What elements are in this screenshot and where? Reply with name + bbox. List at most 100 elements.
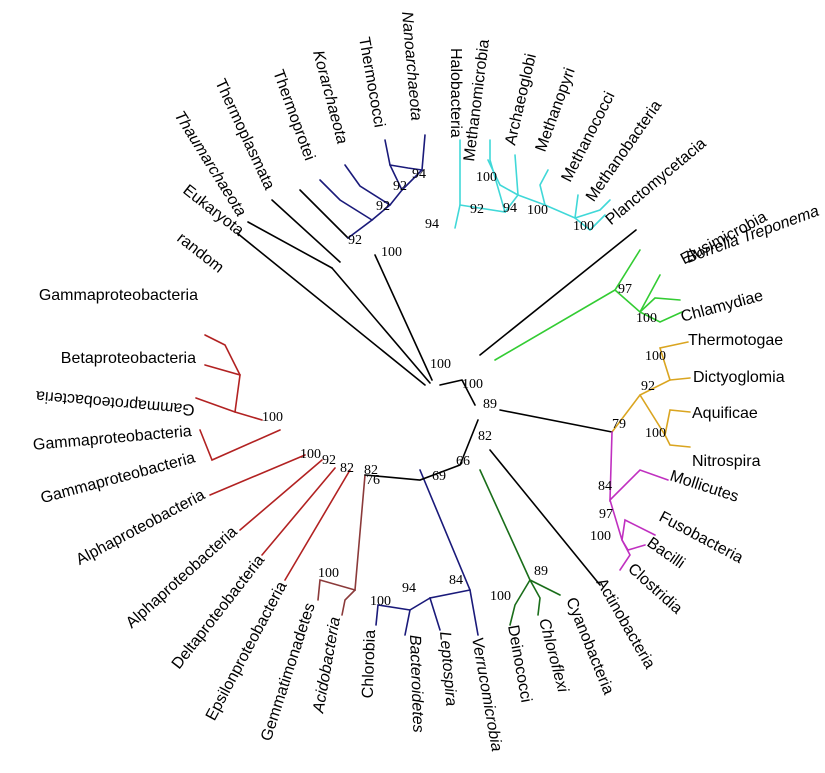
bootstrap-b_89b: 89 [534, 564, 548, 579]
bootstrap-b_66: 66 [456, 454, 470, 469]
branch-7 [344, 164, 392, 221]
branch-18 [574, 214, 606, 232]
bootstrap-b_100j: 100 [318, 566, 339, 581]
bootstrap-b_92d: 92 [470, 202, 484, 217]
leaf-nanoarchaeota: Nanoarchaeota [398, 11, 424, 122]
bootstrap-b_69: 69 [432, 469, 446, 484]
bootstrap-b_100i: 100 [370, 594, 391, 609]
bootstrap-b_92e: 92 [641, 379, 655, 394]
leaf-labels: randomEukaryotaThaumarchaeotaThermoplasm… [32, 11, 821, 753]
leaf-archaeoglobi: Archaeoglobi [502, 52, 540, 147]
branch-33 [489, 449, 601, 586]
branch-28 [499, 409, 613, 433]
leaf-nitrospira: Nitrospira [692, 453, 761, 470]
branch-32 [619, 539, 631, 571]
bootstrap-b_82a: 82 [478, 429, 492, 444]
bootstrap-b_100k: 100 [300, 447, 321, 462]
leaf-alphaproteobacteria2: Alphaproteobacteria [73, 486, 208, 568]
branch-37 [419, 469, 479, 636]
branch-35 [509, 579, 531, 626]
leaf-methanopyri: Methanopyri [533, 66, 579, 155]
leaf-halobacteria: Halobacteria [447, 48, 464, 138]
bootstrap-b_92b: 92 [376, 199, 390, 214]
leaf-verrucomicrobia: Verrucomicrobia [468, 636, 505, 753]
leaf-korarchaeota: Korarchaeota [309, 49, 350, 146]
branch-25 [669, 377, 691, 381]
branch-27 [664, 434, 691, 448]
branch-12 [459, 139, 507, 213]
branch-48 [195, 397, 263, 421]
bootstrap-b_92f: 92 [322, 453, 336, 468]
branch-1 [331, 267, 431, 384]
branch-39 [404, 597, 431, 636]
branch-41 [317, 474, 366, 601]
branch-22 [639, 297, 681, 313]
bootstrap-b_92c: 92 [393, 179, 407, 194]
branch-10 [389, 164, 423, 171]
branch-23 [639, 311, 683, 323]
bootstrap-b_100g: 100 [590, 529, 611, 544]
bootstrap-b_100f: 100 [645, 426, 666, 441]
bootstrap-b_97a: 97 [618, 282, 632, 297]
leaf-leptospira: Leptospira [436, 631, 459, 707]
bootstrap-b_100a: 100 [476, 170, 497, 185]
leaf-deinococci: Deinococci [504, 624, 534, 704]
branch-3 [374, 254, 433, 381]
branch-6 [319, 179, 374, 239]
leaf-thermoprotei: Thermoprotei [269, 68, 318, 163]
branch-5 [299, 189, 349, 239]
bootstrap-b_82c: 82 [340, 461, 354, 476]
bootstrap-b_92a: 92 [348, 233, 362, 248]
branch-20 [494, 249, 641, 361]
bootstrap-b_82b: 82 [364, 463, 378, 478]
bootstrap-b_archaea: 100 [381, 245, 402, 260]
branch-16 [544, 194, 579, 220]
leaf-chlamydiae: Chlamydiae [679, 287, 765, 325]
leaf-random: random [174, 230, 227, 277]
bootstrap-b_root: 100 [430, 357, 451, 372]
branch-17 [574, 199, 611, 219]
bootstrap-b_89: 89 [483, 397, 497, 412]
leaf-chloroflexi: Chloroflexi [535, 617, 571, 695]
branch-47 [199, 429, 281, 462]
branch-42 [341, 589, 356, 616]
bootstrap-b_94d: 94 [402, 581, 416, 596]
branch-8 [384, 139, 403, 206]
branch-44 [261, 467, 336, 556]
branch-51 [439, 379, 476, 406]
branch-50 [204, 334, 241, 376]
branch-4 [271, 199, 341, 263]
leaf-bacilli: Bacilli [644, 534, 688, 572]
branch-30 [609, 499, 656, 541]
branch-52 [364, 419, 479, 481]
bootstrap-b_100b: 100 [527, 203, 548, 218]
bootstrap-b_94c: 94 [503, 201, 517, 216]
branch-43 [284, 469, 351, 581]
branch-14 [487, 159, 519, 196]
leaf-bacteroidetes: Bacteroidetes [406, 635, 426, 733]
branch-49 [204, 364, 241, 413]
branch-40 [375, 604, 411, 626]
branch-2 [247, 221, 333, 269]
branch-34 [479, 469, 561, 596]
bootstrap-b_bact: 100 [462, 377, 483, 392]
tree-branches [195, 134, 691, 636]
leaf-gammaproteobacteria2: Gammaproteobacteria [32, 423, 192, 454]
branch-0 [236, 232, 426, 386]
leaf-methanomicrobia: Methanomicrobia [461, 38, 493, 162]
branch-26 [639, 394, 691, 438]
leaf-chlorobia: Chlorobia [360, 629, 379, 698]
leaf-mollicutes: Mollicutes [668, 468, 741, 506]
bootstrap-b_94b: 94 [412, 167, 426, 182]
branch-45 [239, 459, 323, 531]
branch-15 [517, 169, 549, 207]
bootstrap-b_100h: 100 [490, 589, 511, 604]
bootstrap-b_84a: 84 [598, 479, 612, 494]
bootstrap-b_100l: 100 [262, 410, 283, 425]
branch-11 [454, 139, 461, 229]
leaf-gammaproteobacteria1: Gammaproteobacteria [39, 449, 197, 507]
leaf-betaproteobacteria: Betaproteobacteria [61, 350, 196, 367]
leaf-thermococci: Thermococci [355, 36, 388, 129]
